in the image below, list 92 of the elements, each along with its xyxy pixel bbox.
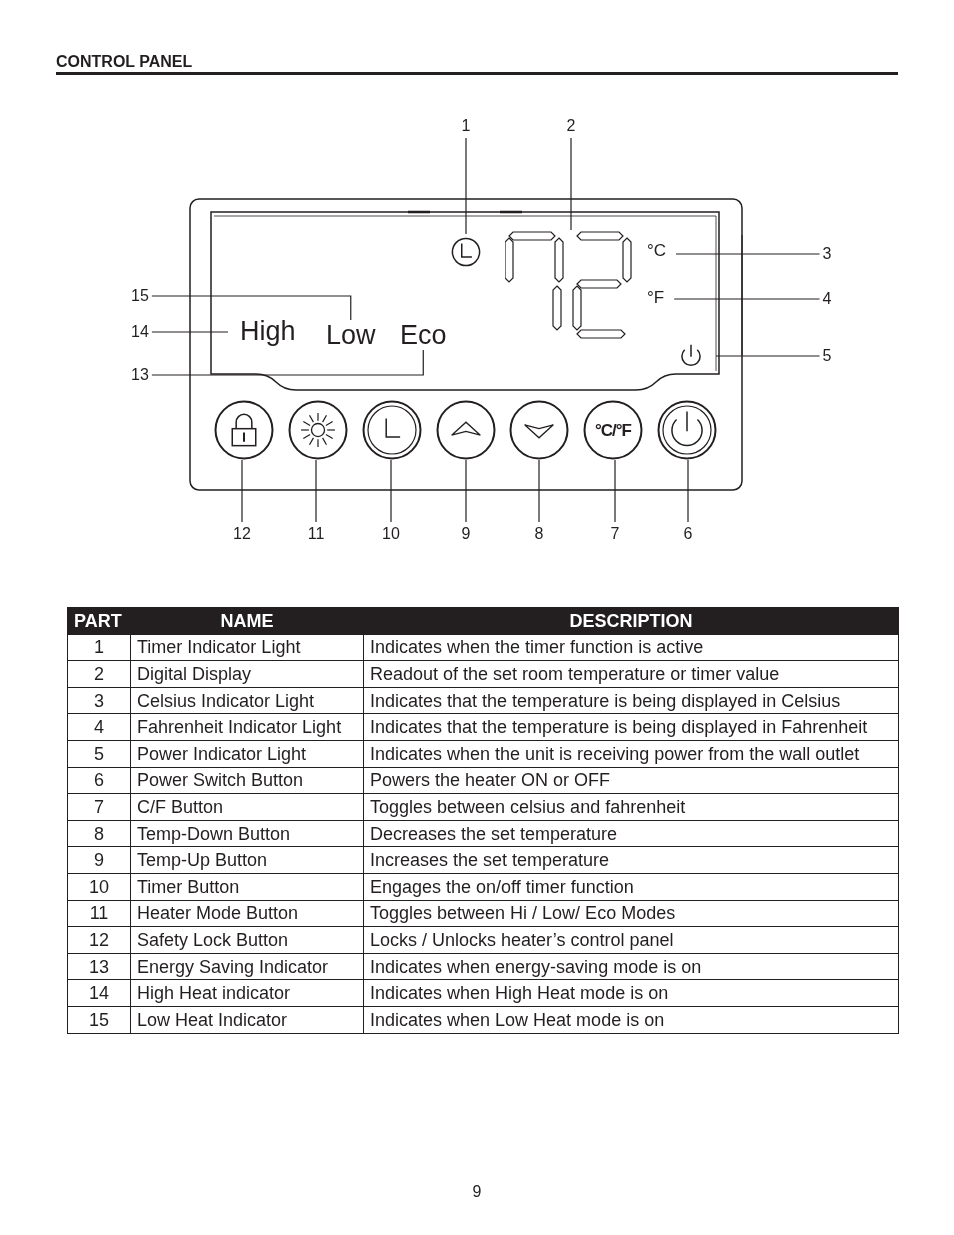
callout-number: 15 [131,287,149,305]
table-cell: 12 [67,926,131,954]
table-cell: Heater Mode Button [130,900,364,927]
table-cell: 2 [67,660,131,688]
leader-line [614,459,616,523]
table-cell: Safety Lock Button [130,926,364,954]
table-cell: 9 [67,846,131,874]
table-header-cell: DESCRIPTION [363,607,899,635]
page-number: 9 [472,1183,482,1201]
leader-line [570,137,572,231]
leader-line [151,295,352,321]
table-cell: Celsius Indicator Light [130,687,364,714]
eco-indicator: Eco [400,320,447,350]
table-cell: Indicates that the temperature is being displayed in Celsius [363,687,899,714]
table-cell: Power Indicator Light [130,740,364,768]
leader-line [673,298,821,300]
table-cell: Engages the on/off timer function [363,873,899,901]
leader-line [538,459,540,523]
table-cell: Indicates when Low Heat mode is on [363,1006,899,1033]
callout-number: 3 [822,245,832,263]
table-cell: Timer Indicator Light [130,634,364,661]
table-cell: 8 [67,820,131,847]
table-cell: 5 [67,740,131,768]
leader-line [465,459,467,523]
leader-line [390,459,392,523]
table-cell: 6 [67,767,131,794]
table-cell: Toggles between celsius and fahrenheit [363,793,899,821]
callout-number: 2 [566,117,576,135]
table-cell: Indicates when the timer function is active [363,634,899,661]
table-cell: Fahrenheit Indicator Light [130,713,364,741]
fahrenheit-indicator: °F [647,288,665,307]
table-cell: Indicates that the temperature is being displayed in Fahrenheit [363,713,899,741]
power-button [657,400,717,460]
leader-line [687,459,689,523]
celsius-indicator: °C [647,241,667,260]
timer-button [362,400,422,460]
table-cell: Indicates when energy-saving mode is on [363,953,899,980]
heater-mode-button [288,400,348,460]
leader-line [465,137,467,235]
table-cell: Temp-Down Button [130,820,364,847]
callout-number: 11 [307,525,325,543]
table-cell: Toggles between Hi / Low/ Eco Modes [363,900,899,927]
temp-down-button [509,400,569,460]
table-cell: 3 [67,687,131,714]
table-cell: Decreases the set temperature [363,820,899,847]
celsius-fahrenheit-button: °C/°F [583,400,643,460]
table-cell: 7 [67,793,131,821]
callout-number: 1 [461,117,471,135]
table-cell: 13 [67,953,131,980]
table-cell: C/F Button [130,793,364,821]
temp-up-button [436,400,496,460]
callout-number: 10 [382,525,400,543]
section-heading: CONTROL PANEL [56,53,193,71]
leader-line [315,459,317,523]
table-header-cell: PART [67,607,131,635]
table-cell: Low Heat Indicator [130,1006,364,1033]
table-cell: Energy Saving Indicator [130,953,364,980]
callout-number: 7 [610,525,620,543]
leader-line [715,355,821,357]
table-cell: Locks / Unlocks heater’s control panel [363,926,899,954]
leader-line [151,349,424,376]
table-cell: 1 [67,634,131,661]
callout-number: 5 [822,347,832,365]
safety-lock-button [214,400,274,460]
table-cell: Indicates when High Heat mode is on [363,979,899,1007]
callout-number: 13 [131,366,149,384]
callout-number: 4 [822,290,832,308]
table-cell: Increases the set temperature [363,846,899,874]
leader-line [675,253,821,255]
table-cell: 11 [67,900,131,927]
table-cell: Powers the heater ON or OFF [363,767,899,794]
table-cell: Indicates when the unit is receiving power from the wall outlet [363,740,899,768]
callout-number: 8 [534,525,544,543]
table-cell: Readout of the set room temperature or timer value [363,660,899,688]
callout-number: 6 [683,525,693,543]
table-cell: 14 [67,979,131,1007]
callout-number: 12 [233,525,251,543]
table-cell: High Heat indicator [130,979,364,1007]
leader-line [151,331,229,333]
low-indicator: Low [326,320,376,350]
table-cell: 10 [67,873,131,901]
table-cell: 15 [67,1006,131,1033]
callout-number: 14 [131,323,149,341]
leader-line [241,459,243,523]
callout-number: 9 [461,525,471,543]
table-cell: Power Switch Button [130,767,364,794]
table-cell: Digital Display [130,660,364,688]
table-cell: 4 [67,713,131,741]
table-cell: Timer Button [130,873,364,901]
table-header-cell: NAME [130,607,364,635]
high-indicator: High [240,316,296,346]
table-cell: Temp-Up Button [130,846,364,874]
